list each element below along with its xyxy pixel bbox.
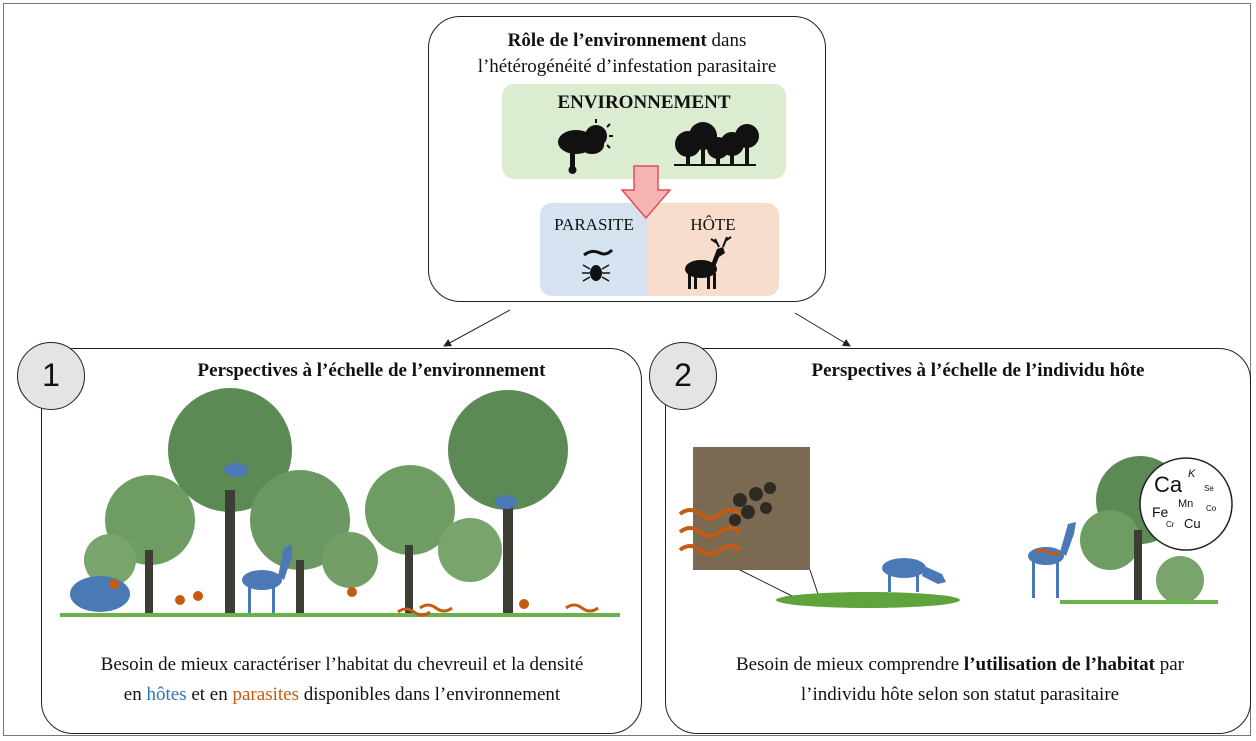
- element-ca: Ca: [1154, 472, 1183, 497]
- arrow-to-box2: [794, 312, 851, 347]
- element-cu: Cu: [1184, 516, 1201, 531]
- host-label: HÔTE: [690, 215, 736, 234]
- parasite-panel: PARASITE: [540, 203, 648, 296]
- environment-label: ENVIRONNEMENT: [557, 92, 731, 113]
- top-title-bold: Rôle de l’environnement: [507, 30, 707, 51]
- element-cr: Cr: [1166, 520, 1175, 529]
- parasite-label: PARASITE: [554, 215, 634, 234]
- arrow-to-box1: [443, 309, 511, 347]
- outer-frame: [3, 3, 1251, 736]
- box1-line1: Besoin de mieux caractériser l’habitat d…: [100, 654, 584, 675]
- element-fe: Fe: [1152, 504, 1169, 520]
- worm-icon: [583, 248, 614, 257]
- box1-text: Besoin de mieux caractériser l’habitat d…: [62, 650, 622, 710]
- box2-line1: Besoin de mieux comprendre l’utilisation…: [735, 654, 1185, 675]
- bird-1: [224, 463, 248, 477]
- top-title-rest: dans: [706, 30, 747, 51]
- box2-title: Perspectives à l’échelle de l’individu h…: [811, 360, 1145, 381]
- host-panel: HÔTE: [647, 203, 779, 296]
- grazing-deer: [882, 558, 926, 578]
- box1-line2: en hôtes et en parasites disponibles dan…: [123, 684, 561, 705]
- step-number-2: 2: [649, 342, 717, 410]
- climate-icon: [558, 119, 613, 174]
- box2-text: Besoin de mieux comprendre l’utilisation…: [680, 650, 1240, 710]
- minerals-circle: [1139, 457, 1233, 551]
- step-number-1: 1: [17, 342, 85, 410]
- element-co: Co: [1206, 504, 1217, 513]
- top-title-line2: l’hétérogénéité d’infestation parasitair…: [477, 56, 777, 77]
- element-mn: Mn: [1178, 498, 1194, 510]
- mineral-labels: Ca K Se Mn Fe Co Cr Cu: [1140, 458, 1232, 550]
- bird-2: [495, 495, 517, 509]
- grass: [776, 592, 960, 608]
- box1-title: Perspectives à l’échelle de l’environnem…: [197, 360, 546, 381]
- element-se: Se: [1204, 484, 1214, 493]
- forest-icon: [674, 122, 759, 166]
- habitat-use-bold: l’utilisation de l’habitat: [963, 654, 1155, 675]
- element-k: K: [1188, 468, 1196, 480]
- parasites-word: parasites: [232, 684, 299, 705]
- environment-panel: ENVIRONNEMENT: [502, 84, 786, 179]
- hosts-word: hôtes: [146, 684, 187, 705]
- top-title: Rôle de l’environnement dans: [429, 29, 825, 53]
- deer-icon: [685, 236, 732, 289]
- box2-line2: l’individu hôte selon son statut parasit…: [800, 684, 1120, 705]
- tick-icon: [582, 264, 610, 282]
